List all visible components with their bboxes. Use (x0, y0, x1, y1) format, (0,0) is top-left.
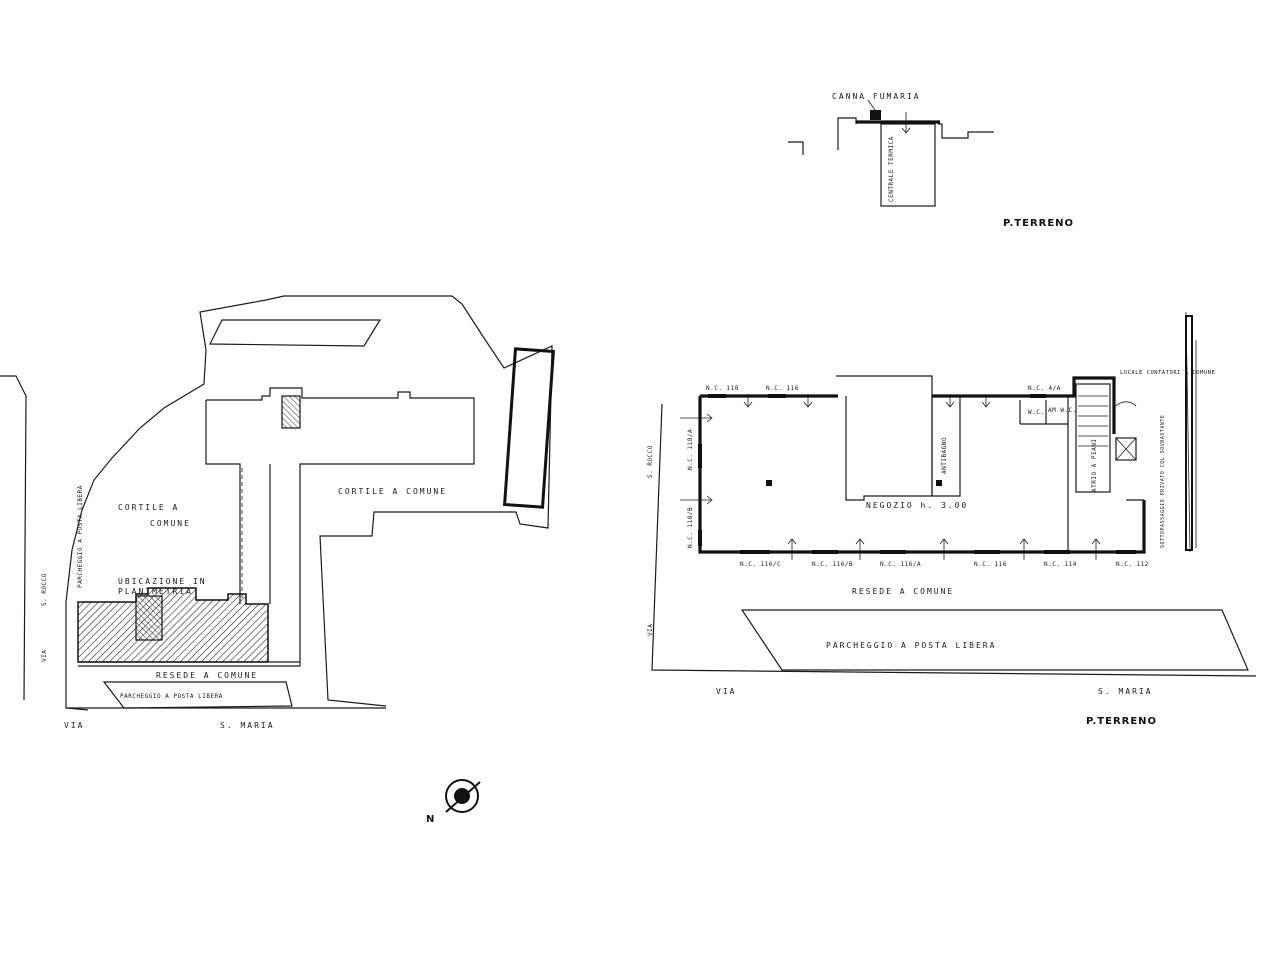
entrance-arrows (680, 394, 1101, 560)
cortile-left-label-1: CORTILE A (118, 503, 179, 512)
cortile-left-label-2: COMUNE (150, 519, 191, 528)
civic-number: N.C. 4/A (1028, 385, 1061, 392)
floor-resede-label: RESEDE A COMUNE (852, 587, 954, 596)
cortile-right-label: CORTILE A COMUNE (338, 487, 447, 496)
site-plan: CORTILE A COMUNE CORTILE A COMUNE PARCHE… (0, 295, 555, 825)
civic-number: N.C. 116 (766, 385, 799, 392)
floor-via-s-rocco-1: S. ROCCO (647, 445, 654, 478)
site-resede-label: RESEDE A COMUNE (156, 671, 258, 680)
site-via-s-rocco-1: S. ROCCO (41, 573, 48, 606)
civic-number: N.C. 118/A (687, 429, 694, 470)
civic-number: N.C. 116/C (740, 561, 781, 568)
floor-s-maria-label: S. MARIA (1098, 687, 1153, 696)
ubicazione-label-1: UBICAZIONE IN (118, 577, 207, 586)
civic-number: N.C. 116/B (812, 561, 853, 568)
civic-number: N.C. 112 (1116, 561, 1149, 568)
shop-floor-plan: NEGOZIO h. 3.00 RESEDE A COMUNE PARCHEGG… (647, 311, 1257, 727)
floor-via-label: VIA (716, 687, 736, 696)
centrale-termica-label: CENTRALE TERMICA (888, 136, 895, 202)
site-via-s-rocco-2: VIA (41, 650, 48, 662)
north-label: N (426, 814, 435, 825)
centrale-termica-plan: CANNA FUMARIA CENTRALE TERMICA P.TERRENO (788, 92, 1074, 229)
canna-fumaria-label: CANNA FUMARIA (832, 92, 921, 101)
chimney-block (870, 110, 881, 120)
north-arrow-icon: N (426, 779, 481, 825)
am-wc-label: AM W.C. (1048, 407, 1077, 414)
negozio-label: NEGOZIO h. 3.00 (866, 501, 968, 510)
floor-via-s-rocco-2: VIA (647, 624, 654, 636)
floor-plan-title: P.TERRENO (1086, 716, 1157, 727)
top-plan-title: P.TERRENO (1003, 218, 1074, 229)
site-parcheggio-label: PARCHEGGIO A POSTA LIBERA (120, 693, 223, 700)
floor-parcheggio-label: PARCHEGGIO A POSTA LIBERA (826, 641, 996, 650)
parcheggio-vertical-label: PARCHEGGIO A POSTA LIBERA (77, 485, 84, 588)
site-s-maria-label: S. MARIA (220, 721, 275, 730)
stair-block (281, 395, 301, 429)
civic-number: N.C. 114 (1044, 561, 1077, 568)
civic-number: N.C. 118 (706, 385, 739, 392)
antibagno-label: ANTIBAGNO (941, 437, 948, 474)
ubicazione-area (77, 587, 269, 663)
atrio-label: ATRIO A PIANI (1091, 439, 1098, 492)
locale-contatori-label: LOCALE CONTATORI A COMUNE (1120, 370, 1215, 376)
wc-label: W.C. (1028, 409, 1044, 416)
stair-lines (1078, 395, 1108, 447)
sottopassaggio-label: SOTTOPASSAGGIO PRIVATO COL SOVRASTANTE (1160, 415, 1166, 548)
civic-number: N.C. 116 (974, 561, 1007, 568)
ubicazione-label-2: PLANIMETRIA (118, 587, 193, 596)
site-via-label: VIA (64, 721, 84, 730)
civic-number: N.C. 118/B (687, 507, 694, 548)
civic-number: N.C. 116/A (880, 561, 921, 568)
